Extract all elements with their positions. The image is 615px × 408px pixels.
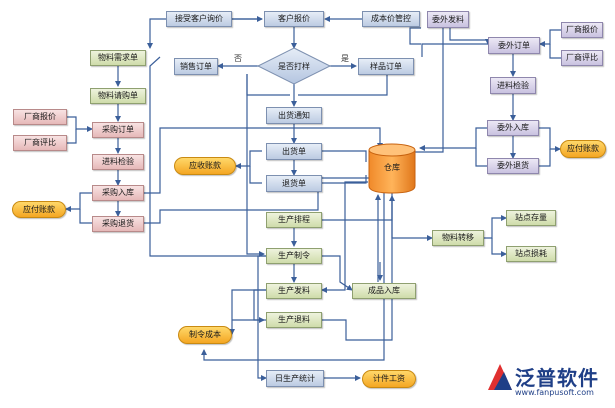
material-demand-box: 物料需求单 [90,50,146,66]
receivable-pill: 应收账款 [174,157,236,175]
purchase-order-label: 采购订单 [102,125,134,134]
material-request-box: 物料请购单 [90,88,146,104]
is-sample-label: 是否打样 [278,61,310,71]
outsource-inspect-label: 进料检验 [497,80,529,90]
order-cost-pill: 制令成本 [178,326,232,344]
site-stock-label: 站点存量 [515,213,547,222]
incoming-inspect-box: 进料检验 [92,154,144,170]
edge-label-yes: 是 [341,54,349,63]
sales-order-label: 销售订单 [180,61,212,71]
brand-url: www.fanpusoft.com [515,388,594,397]
cost-control-box: 成本价管控 [362,11,420,27]
decision-diamond-shape [256,47,332,85]
outsource-order-box: 委外订单 [488,37,540,54]
finished-inbound-label: 成品入库 [368,286,400,295]
outsource-order-label: 委外订单 [498,40,530,50]
site-consumption-box: 站点损耗 [506,246,556,262]
customer-inquiry-label: 接受客户询价 [175,14,223,23]
payable-right-pill: 应付账款 [560,140,606,158]
customer-inquiry-box: 接受客户询价 [166,11,232,27]
supplier-eval-right-label: 厂商评比 [566,53,598,62]
cost-control-label: 成本价管控 [371,14,411,23]
warehouse-label: 仓库 [384,163,400,172]
site-stock-box: 站点存量 [506,210,556,226]
purchase-inbound-box: 采购入库 [92,185,144,201]
sample-order-box: 样品订单 [358,58,414,75]
supplier-eval-right-box: 厂商评比 [561,50,603,66]
site-consumption-label: 站点损耗 [515,249,547,258]
receivable-label: 应收账款 [189,161,221,170]
payable-left-pill: 应付账款 [12,201,66,218]
material-request-label: 物料请购单 [98,91,138,100]
customer-quote-box: 客户报价 [264,11,324,27]
production-schedule-box: 生产排程 [266,212,322,228]
supplier-quote-left-box: 厂商报价 [13,109,67,125]
ship-notice-label: 出货通知 [278,110,310,120]
purchase-inbound-label: 采购入库 [102,188,134,197]
outsource-return-box: 委外退货 [487,158,539,174]
payable-right-label: 应付账款 [567,144,599,153]
outsource-material-label: 委外发料 [432,14,464,24]
material-transfer-box: 物料转移 [432,230,484,246]
daily-stats-label: 日生产统计 [275,373,315,383]
piece-wage-label: 计件工资 [373,374,405,383]
finished-inbound-box: 成品入库 [352,283,416,299]
edge-label-no: 否 [234,54,242,63]
sales-return-box: 退货单 [266,175,322,192]
ship-notice-box: 出货通知 [266,107,322,124]
customer-quote-label: 客户报价 [278,14,310,23]
supplier-quote-left-label: 厂商报价 [24,112,56,121]
purchase-return-label: 采购退货 [102,219,134,228]
outsource-inspect-box: 进料检验 [490,77,536,94]
sample-order-label: 样品订单 [370,61,402,71]
payable-left-label: 应付账款 [23,204,55,214]
brand-name: 泛普软件 [515,366,599,390]
production-order-box: 生产制令 [266,248,322,264]
supplier-eval-left-label: 厂商评比 [24,138,56,147]
production-issue-box: 生产发料 [266,283,322,299]
material-transfer-label: 物料转移 [442,233,474,242]
outsource-material-box: 委外发料 [427,11,469,28]
shipment-box: 出货单 [266,143,322,160]
daily-stats-box: 日生产统计 [266,370,324,387]
production-return-box: 生产退料 [266,312,322,328]
purchase-return-box: 采购退货 [92,216,144,232]
incoming-inspect-label: 进料检验 [102,157,134,166]
shipment-label: 出货单 [282,146,306,156]
outsource-inbound-label: 委外入库 [497,123,529,132]
outsource-return-label: 委外退货 [497,161,529,170]
brand-logo-icon [488,364,512,390]
piece-wage-pill: 计件工资 [362,370,416,388]
warehouse-cylinder [368,143,416,194]
outsource-inbound-box: 委外入库 [487,120,539,136]
production-issue-label: 生产发料 [278,286,310,295]
order-cost-label: 制令成本 [189,330,221,339]
sales-order-box: 销售订单 [174,58,218,75]
production-return-label: 生产退料 [278,315,310,324]
supplier-eval-left-box: 厂商评比 [13,135,67,151]
production-order-label: 生产制令 [278,251,310,260]
purchase-order-box: 采购订单 [92,122,144,138]
material-demand-label: 物料需求单 [98,53,138,62]
sales-return-label: 退货单 [282,178,306,188]
warehouse-node: 仓库 [369,158,415,178]
supplier-quote-right-label: 厂商报价 [566,25,598,34]
is-sample-decision: 是否打样 [258,48,330,84]
production-schedule-label: 生产排程 [278,215,310,224]
supplier-quote-right-box: 厂商报价 [561,22,603,38]
